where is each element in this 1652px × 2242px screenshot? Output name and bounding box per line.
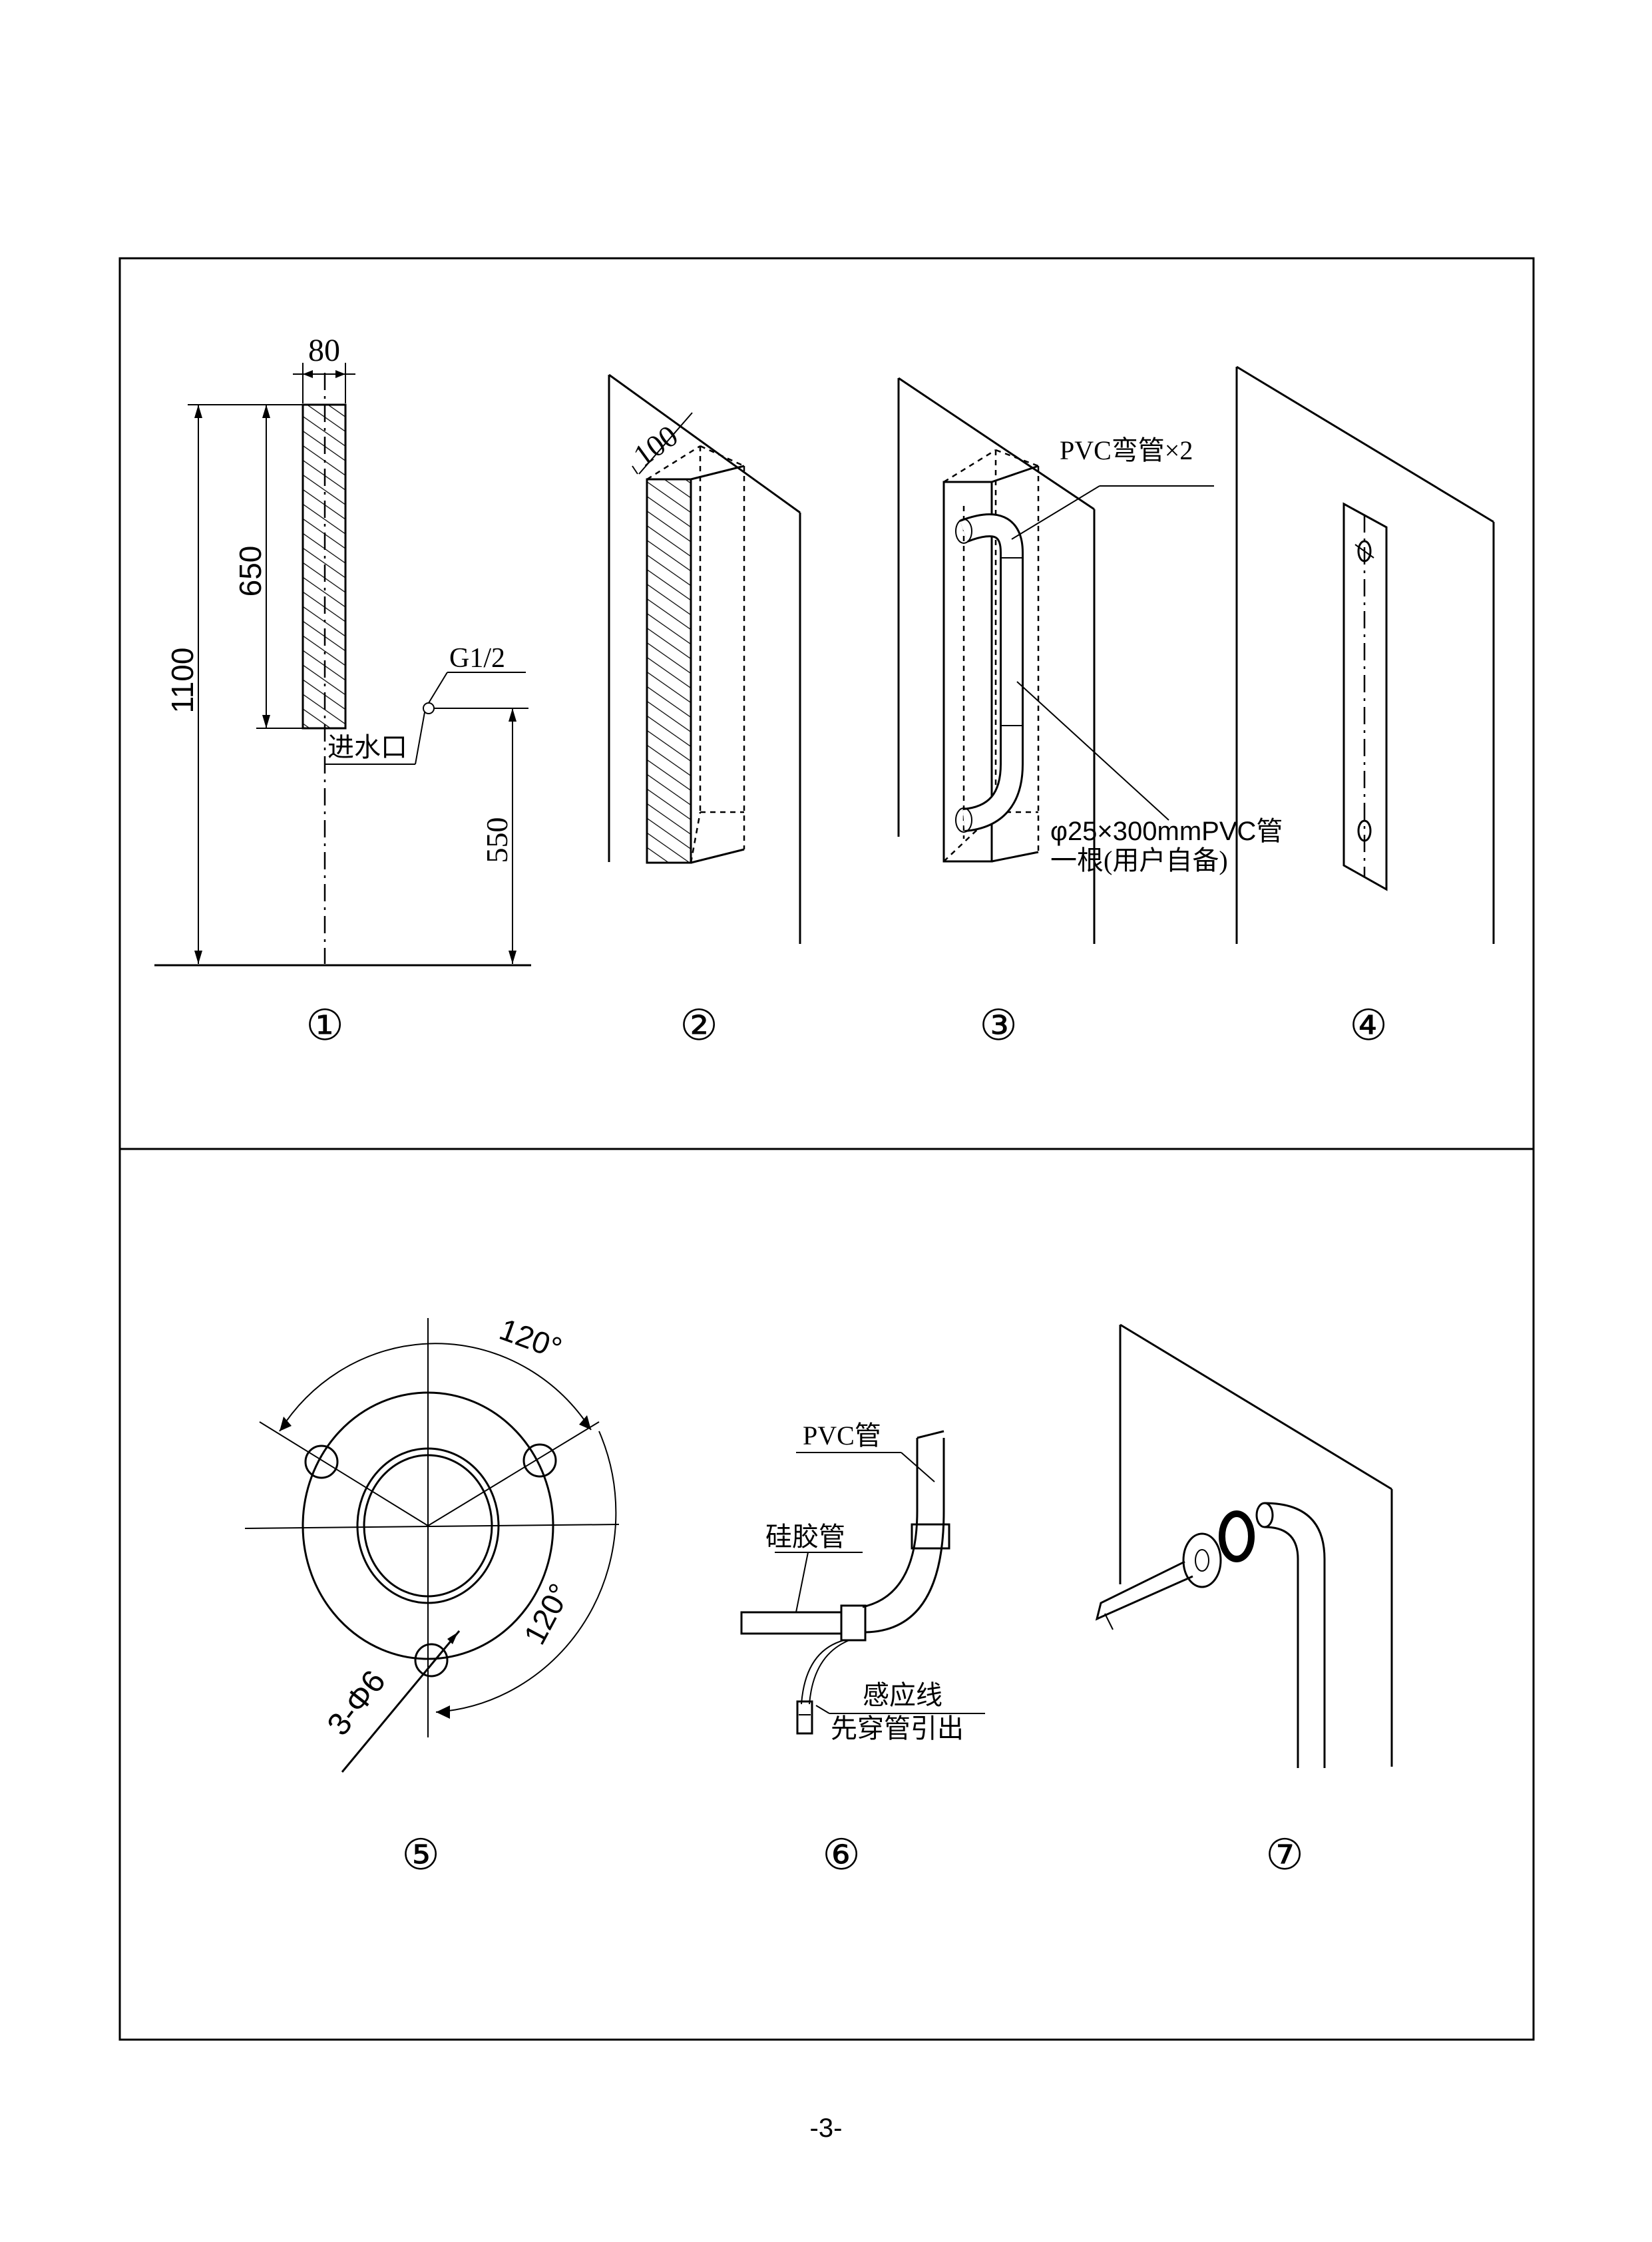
coupling-bottom — [840, 1604, 867, 1642]
dim-550: 550 — [480, 817, 514, 863]
bottom-frame — [118, 1148, 1535, 2041]
flange-outer — [302, 1391, 554, 1660]
panel-label-7: ⑦ — [1265, 1831, 1303, 1879]
panel-1-dimensions: 80 650 1100 550 G1/2 进水口 ① — [154, 333, 531, 1049]
pipe-note-line1: φ25×300mmPVC管 — [1050, 817, 1283, 846]
flange-inner-outer-edge — [356, 1447, 500, 1604]
hole-spec: 3-Φ6 — [321, 1664, 393, 1742]
dim-depth-100: 100 — [627, 419, 684, 473]
silicone-tube — [740, 1611, 843, 1635]
panel-7-faucet: ⑦ — [1095, 1323, 1393, 1879]
mount-hole-bottom — [414, 1643, 449, 1678]
panel-3-pipe-install: PVC弯管×2 φ25×300mmPVC管 一根(用户自备) ③ — [897, 377, 1283, 1049]
pvc-label: PVC管 — [803, 1421, 881, 1451]
angle-right: 120° — [517, 1578, 578, 1650]
sensor-wire — [801, 1640, 850, 1705]
coupling-top — [911, 1523, 950, 1550]
page-number: -3- — [810, 2114, 843, 2143]
flange-inner — [363, 1454, 493, 1598]
inlet-label: 进水口 — [327, 733, 407, 762]
panel-label-2: ② — [680, 1001, 718, 1049]
panel-label-4: ④ — [1349, 1001, 1387, 1049]
panel-6-connection: PVC管 硅胶管 感应线 先穿管引出 ⑥ — [740, 1421, 985, 1879]
angle-arc-right — [435, 1431, 617, 1713]
panel-5-flange: 120° 120° 3-Φ6 ⑤ — [244, 1311, 620, 1879]
inlet-point — [423, 702, 435, 714]
pipe-hole-top — [1357, 540, 1372, 562]
wire-connector — [796, 1700, 813, 1735]
sensor-line1: 感应线 — [863, 1681, 942, 1710]
recess-hatched-face — [646, 478, 692, 864]
mount-hole-right — [522, 1443, 557, 1478]
angle-arc-top — [279, 1343, 592, 1432]
panel-label-5: ⑤ — [401, 1831, 439, 1879]
cover-plate — [1182, 1532, 1222, 1588]
panel-4-sealed: ④ — [1235, 365, 1495, 1049]
sensor-line2: 先穿管引出 — [831, 1714, 964, 1743]
panel-label-3: ③ — [979, 1001, 1017, 1049]
dim-650: 650 — [233, 546, 268, 597]
panel-label-1: ① — [306, 1001, 343, 1049]
spout — [1095, 1560, 1193, 1621]
panel-label-6: ⑥ — [822, 1831, 860, 1879]
thread-g1-2: G1/2 — [449, 643, 505, 674]
elbow-note: PVC弯管×2 — [1060, 435, 1193, 465]
plaster-strip — [1342, 502, 1388, 891]
pvc-pipe-elbow — [862, 1438, 945, 1634]
mount-hole-left — [304, 1445, 339, 1479]
panel-2-recess: 100 ② — [608, 373, 801, 1049]
pipe-hole-bottom — [1357, 819, 1372, 842]
pipe-note-line2: 一根(用户自备) — [1050, 845, 1228, 875]
supply-pipe — [1264, 1502, 1326, 1768]
silicone-label: 硅胶管 — [765, 1522, 845, 1552]
fixing-nut — [1219, 1510, 1255, 1562]
dim-1100: 1100 — [165, 648, 200, 714]
dim-width-80: 80 — [308, 333, 340, 368]
